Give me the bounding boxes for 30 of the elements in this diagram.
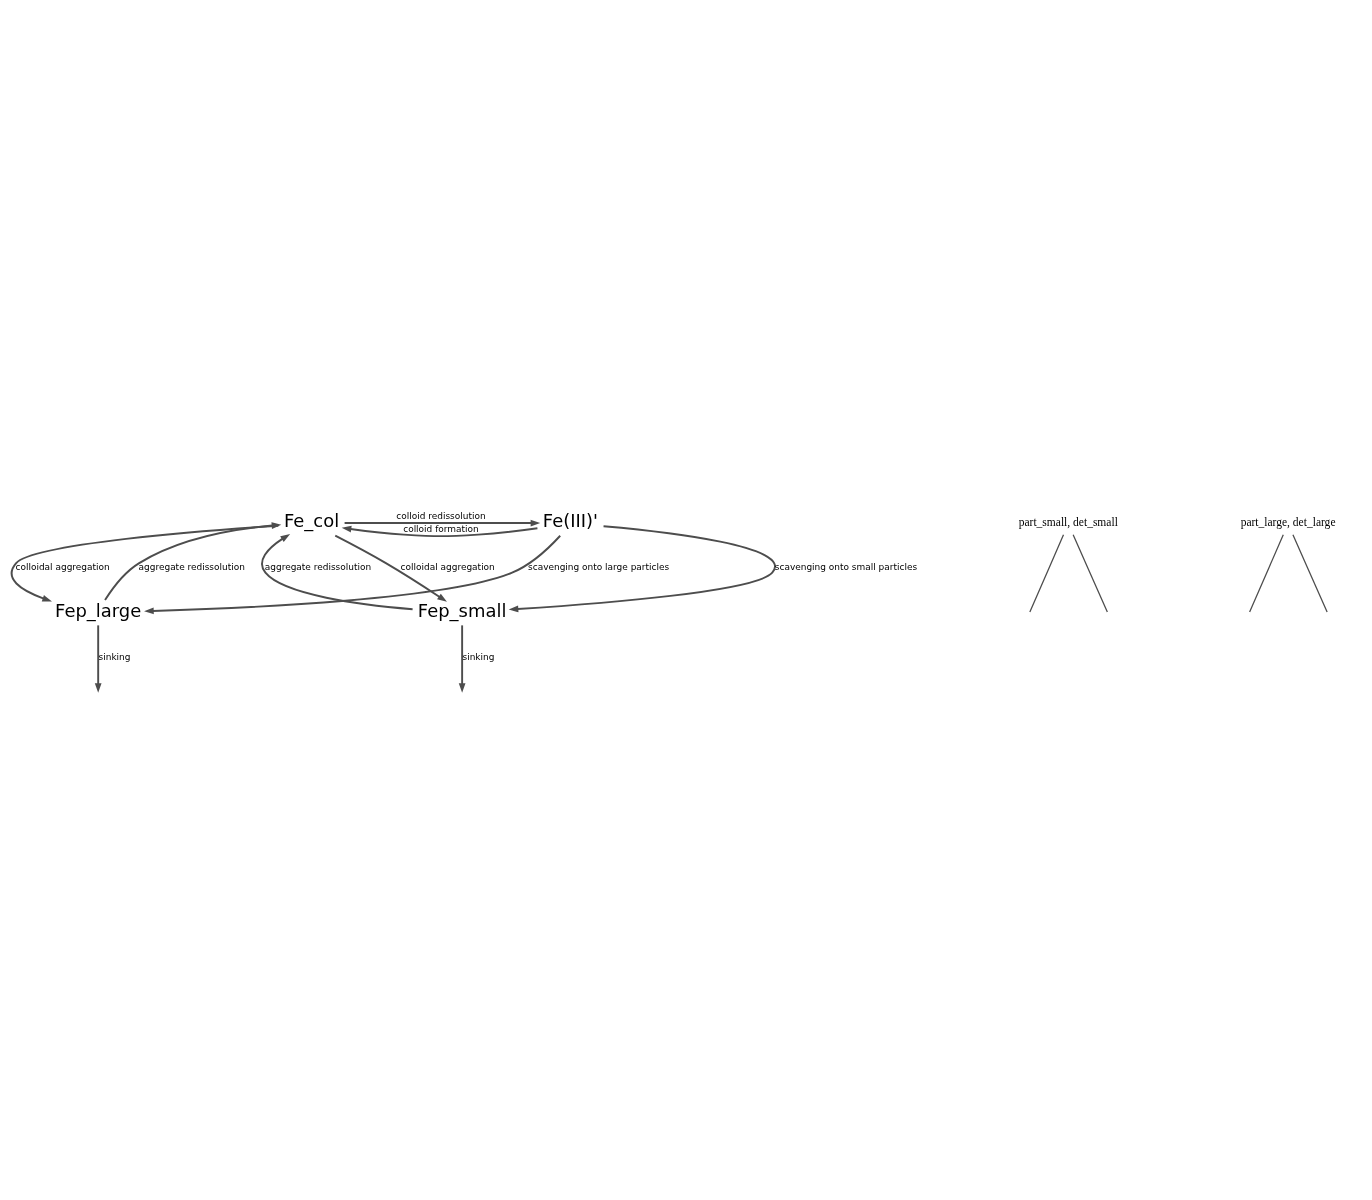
edge-label: colloid redissolution: [396, 510, 486, 521]
edge-label: colloidal aggregation: [15, 561, 110, 572]
arrow: [94, 623, 102, 693]
arrow: [10, 524, 280, 601]
edge-label: sinking: [462, 651, 495, 662]
arrow: [341, 525, 539, 537]
arrow: [334, 534, 447, 602]
node-text: Fe(III)': [542, 509, 598, 531]
edge-label: colloidal aggregation: [400, 561, 495, 572]
edge-label: colloid formation: [403, 523, 479, 534]
arrow: [343, 519, 541, 526]
connector: [1072, 533, 1108, 613]
connector: [1029, 533, 1065, 613]
connector: [1249, 533, 1284, 613]
connector: [1292, 533, 1328, 613]
edge-label: aggregate redissolution: [264, 561, 372, 572]
edge-label: aggregate redissolution: [138, 561, 245, 572]
node-text: part_small, det_small: [1018, 515, 1118, 528]
arrow: [458, 623, 466, 693]
node-text: Fep_large: [55, 599, 142, 621]
arrow: [261, 533, 414, 610]
edge-label: scavenging onto large particles: [528, 561, 670, 572]
arrow: [508, 524, 776, 612]
node-text: part_large, det_large: [1240, 515, 1336, 528]
edge-label: scavenging onto small particles: [774, 561, 918, 572]
arrow: [144, 534, 562, 614]
node-text: Fep_small: [417, 599, 507, 621]
edge-label: sinking: [98, 651, 131, 662]
node-text: Fe_col: [283, 509, 340, 531]
arrow: [104, 521, 282, 601]
